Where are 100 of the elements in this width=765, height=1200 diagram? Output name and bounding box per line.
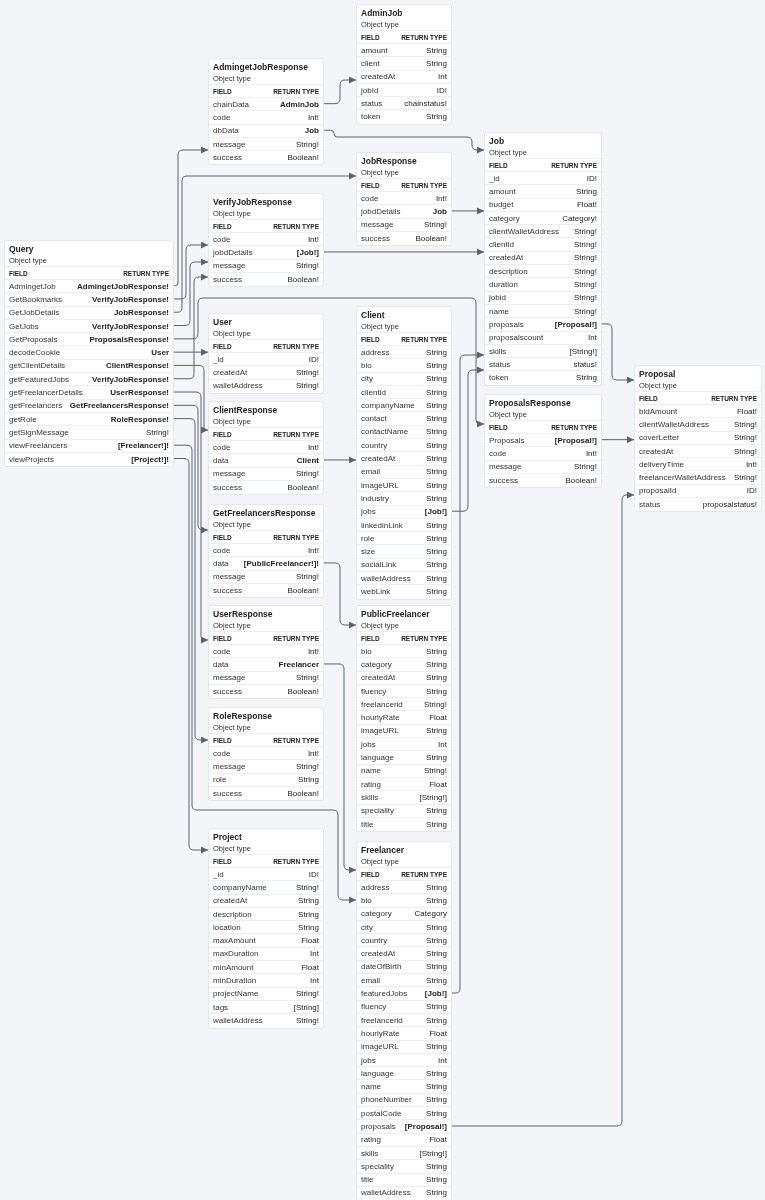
return-type: Int! [435,193,447,203]
return-type: chainstatus! [404,98,447,108]
field-name: walletAddress [361,1188,411,1198]
field-name: GetBookmarks [9,294,62,304]
return-type: Float [301,962,319,972]
field-row [357,999,451,1013]
field-name: tags [213,1002,229,1012]
type-name: UserResponse [212,608,274,620]
return-type: String [426,1161,447,1171]
field-name: jobdDetails [361,206,401,216]
return-type: String! [573,280,597,289]
return-type: Boolean! [287,152,319,162]
field-row [357,763,451,777]
field-name: description [213,909,252,919]
type-name: ProposalsResponse [488,397,572,409]
type-card [356,4,452,125]
field-name: hourlyRate [361,1028,400,1038]
field-name: decodeCookie [9,348,61,358]
type-name: User [212,316,233,328]
return-type: String [298,775,319,785]
return-type: String [426,1068,447,1078]
type-name: RoleResponse [212,710,274,722]
field-name: clientid [361,387,386,397]
field-row [485,237,601,251]
return-type: Float [429,1028,447,1038]
return-type: Int [588,333,597,343]
return-type: String! [573,266,597,276]
return-type: String [426,1095,447,1105]
return-type: Category! [562,213,597,223]
return-type: String [426,45,447,55]
return-type: String! [573,253,597,263]
return-type: String [426,962,447,972]
field-row [357,1106,451,1120]
type-name: ClientResponse [212,404,279,416]
arrow [322,456,357,464]
return-type: String [426,493,447,503]
return-type: Int! [307,234,319,244]
type-name: PublicFreelancer [360,608,431,620]
field-row [5,411,173,426]
field-name: name [361,1082,381,1092]
field-row [357,803,451,817]
field-row [357,411,451,425]
field-row [357,517,451,532]
field-name: deliveryTime [639,459,685,469]
field-name: bio [361,895,372,905]
return-type: AdmingetJobResponse! [77,281,169,291]
return-type: String [426,573,447,583]
field-row [357,710,451,724]
field-name: socialLink [361,560,397,570]
field-row [485,459,601,473]
type-name: Project [212,831,243,843]
field-name: companyName [361,400,415,410]
field-row [357,1132,451,1146]
field-row [5,305,173,319]
return-type: [Job!] [424,507,447,517]
field-row [485,224,601,238]
type-name: Job [488,135,506,147]
field-name: jobid [489,293,506,303]
field-row [485,250,601,265]
field-row [635,470,761,484]
field-row [209,365,323,379]
type-card [208,605,324,700]
return-type: Boolean! [287,686,319,696]
field-row [357,1039,451,1053]
field-name: createdAt [361,454,396,463]
field-name: data [213,455,229,465]
field-row [5,372,173,386]
type-name: AdmingetJobResponse [212,61,309,73]
field-name: companyName [213,882,267,892]
field-row [635,497,761,511]
field-row [357,56,451,70]
field-name: chainData [213,99,250,109]
type-card [208,401,324,496]
field-row [357,737,451,751]
return-type: String [426,1175,447,1185]
field-name: success [213,274,242,284]
field-name: address [361,347,390,357]
field-row [357,82,451,97]
return-type: String! [295,882,319,892]
return-type: [String!] [419,792,447,802]
field-name: minAmount [213,962,254,972]
field-row [357,959,451,974]
type-name: AdminJob [360,7,404,19]
return-type: Float! [737,406,757,416]
field-row [635,443,761,458]
return-type: [Proposal!] [404,1122,447,1131]
arrow [172,404,209,534]
field-row [209,880,323,894]
field-name: dateOfBirth [361,962,402,972]
field-name: linkedinLink [361,520,403,530]
field-row [485,433,601,447]
return-type: String [426,673,447,683]
field-name: featuredJobs [361,989,408,998]
return-type: Float [429,779,447,789]
return-type: String [426,427,447,437]
field-row [357,491,451,505]
field-row [5,398,173,412]
type-card [4,240,174,468]
type-card [634,365,762,513]
field-name: duration [489,280,518,289]
